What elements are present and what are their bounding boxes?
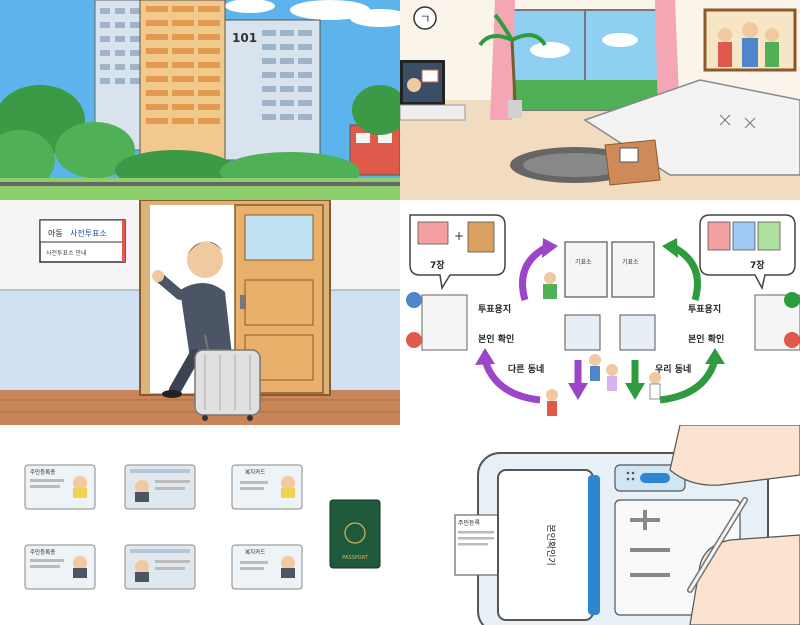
device-card-title: 주민등록 bbox=[458, 519, 481, 527]
panel-man-leaving: 아동 사전투표소 사전투표소 안내 bbox=[0, 200, 400, 425]
label-id-right: 본인 확인 bbox=[688, 333, 724, 345]
sign-subtext: 사전투표소 안내 bbox=[46, 249, 87, 257]
apartment-illustration: 101 bbox=[0, 0, 400, 200]
screen-text: 본인확인기 bbox=[545, 524, 557, 565]
passport: PASSPORT bbox=[329, 499, 381, 569]
voting-flow-illustration: + 7장 7장 기표소 기표소 bbox=[400, 200, 800, 425]
label-ballot-right: 투표용지 bbox=[688, 303, 721, 315]
resident-card-title-2: 주민등록증 bbox=[30, 548, 55, 556]
floor-marker: ㄱ bbox=[419, 12, 430, 26]
passport-label: PASSPORT bbox=[342, 555, 369, 561]
resident-card-2: 주민등록증 bbox=[24, 544, 96, 590]
sign-arrow-text: 사전투표소 bbox=[70, 228, 107, 238]
label-other-town: 다른 동네 bbox=[508, 363, 544, 375]
booth-label-2: 기표소 bbox=[622, 258, 639, 266]
welfare-card-1: 복지카드 bbox=[231, 464, 303, 510]
man-leaving-illustration: 아동 사전투표소 사전투표소 안내 bbox=[0, 200, 400, 425]
resident-card-title-1: 주민등록증 bbox=[30, 468, 55, 476]
label-id-left: 본인 확인 bbox=[478, 333, 514, 345]
building-number: 101 bbox=[232, 31, 257, 45]
count-right: 7장 bbox=[750, 259, 765, 271]
count-left: 7장 bbox=[430, 259, 445, 271]
booth-label-1: 기표소 bbox=[575, 258, 592, 266]
polling-station-sign: 아동 사전투표소 사전투표소 안내 bbox=[39, 219, 126, 263]
panel-id-cards: 주민등록증 복지카드 주민등록증 bbox=[0, 425, 400, 625]
driver-license-1 bbox=[124, 464, 196, 510]
sign-prefix: 아동 bbox=[48, 228, 63, 238]
panel-id-device: 주민등록 본인확인기 bbox=[400, 425, 800, 625]
driver-license-2 bbox=[124, 544, 196, 590]
id-cards-illustration: 주민등록증 복지카드 주민등록증 bbox=[0, 425, 400, 625]
welfare-card-2: 복지카드 bbox=[231, 544, 303, 590]
welfare-header-1: 복지카드 bbox=[245, 468, 265, 476]
welfare-header-2: 복지카드 bbox=[245, 548, 265, 556]
svg-text:+: + bbox=[454, 229, 464, 243]
label-our-town: 우리 동네 bbox=[655, 363, 691, 375]
panel-living-room: ㄱ bbox=[400, 0, 800, 200]
panel-apartment: 101 bbox=[0, 0, 400, 200]
living-room-illustration: ㄱ bbox=[400, 0, 800, 200]
id-device-illustration: 주민등록 본인확인기 bbox=[400, 425, 800, 625]
panel-voting-flow: + 7장 7장 기표소 기표소 bbox=[400, 200, 800, 425]
label-ballot-left: 투표용지 bbox=[478, 303, 511, 315]
resident-card-1: 주민등록증 bbox=[24, 464, 96, 510]
